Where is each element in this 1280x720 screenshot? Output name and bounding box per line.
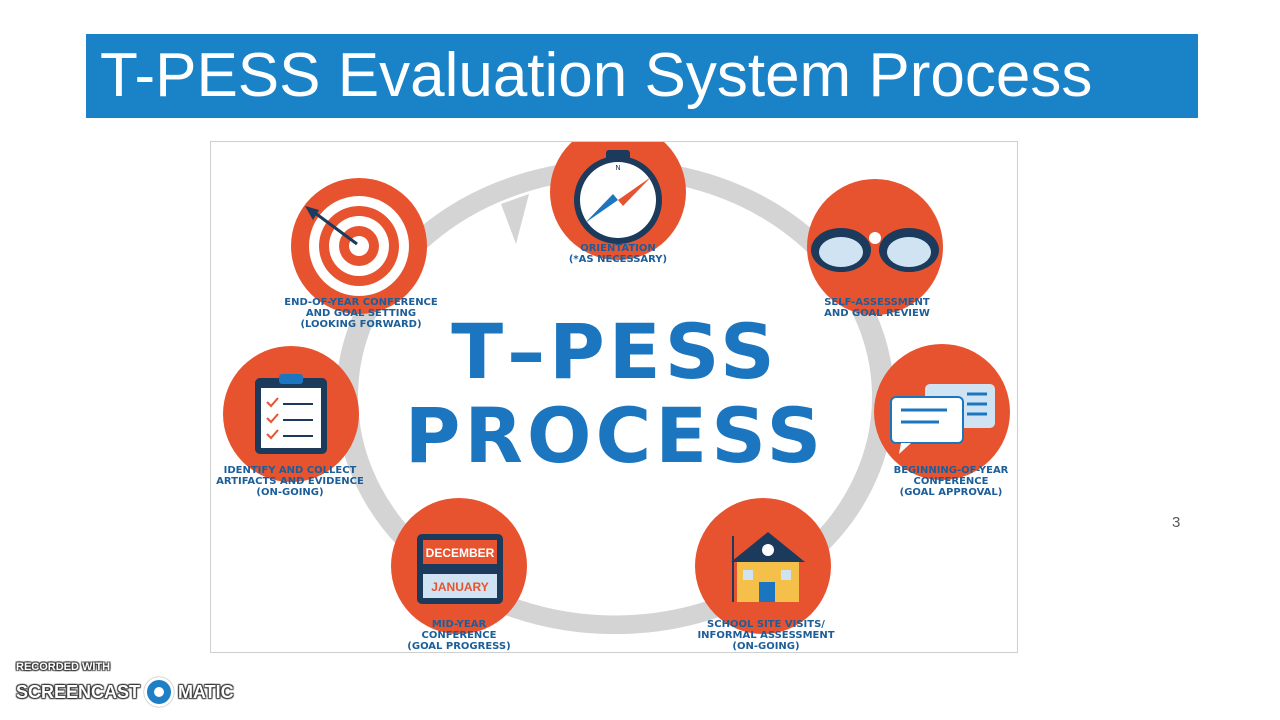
step-line: (ON-GOING) (732, 641, 800, 652)
step-line: (GOAL PROGRESS) (407, 641, 511, 652)
watermark-screencast: SCREENCAST (16, 681, 141, 702)
page-number: 3 (1172, 514, 1181, 531)
step-label-self-assessment: SELF-ASSESSMENT AND GOAL REVIEW (815, 297, 939, 319)
center-title-line-2: PROCESS (404, 391, 826, 480)
step-line: (GOAL APPROVAL) (899, 487, 1003, 498)
step-label-artifacts: IDENTIFY AND COLLECT ARTIFACTS AND EVIDE… (211, 465, 369, 498)
step-line: MID-YEAR (431, 619, 487, 630)
step-line: SCHOOL SITE VISITS/ (707, 619, 825, 630)
watermark-matic: MATIC (178, 681, 234, 702)
diagram-graphics: N (223, 142, 1010, 635)
step-line: BEGINNING-OF-YEAR (893, 465, 1009, 476)
step-label-mid-year: MID-YEAR CONFERENCE (GOAL PROGRESS) (397, 619, 521, 652)
svg-text:N: N (615, 164, 620, 172)
step-line: CONFERENCE (421, 630, 497, 641)
step-line: AND GOAL REVIEW (824, 308, 930, 319)
step-label-site-visits: SCHOOL SITE VISITS/ INFORMAL ASSESSMENT … (691, 619, 841, 652)
center-title-line-1: T–PESS (451, 307, 779, 396)
step-label-orientation: ORIENTATION (*AS NECESSARY) (568, 243, 668, 265)
step-line: ORIENTATION (580, 243, 656, 254)
step-line: CONFERENCE (913, 476, 989, 487)
process-diagram: N (210, 141, 1018, 653)
slide-title: T-PESS Evaluation System Process (86, 34, 1198, 118)
step-line: IDENTIFY AND COLLECT (223, 465, 357, 476)
screencast-logo-icon (144, 677, 175, 707)
step-line: ARTIFACTS AND EVIDENCE (216, 476, 364, 487)
binoculars-icon (807, 179, 943, 315)
cycle-arrow-icon (501, 194, 529, 244)
step-line: (*AS NECESSARY) (568, 254, 668, 265)
calendar-month-top: DECEMBER (426, 546, 495, 560)
screencast-watermark: RECORDED WITH SCREENCAST MATIC (16, 661, 234, 707)
step-line: AND GOAL SETTING (305, 308, 417, 319)
watermark-recorded-with: RECORDED WITH (16, 661, 111, 673)
school-building-icon (695, 498, 831, 634)
step-label-beginning-of-year: BEGINNING-OF-YEAR CONFERENCE (GOAL APPRO… (883, 465, 1019, 498)
compass-icon: N (550, 142, 686, 260)
step-line: SELF-ASSESSMENT (824, 297, 930, 308)
calendar-icon: DECEMBER JANUARY (391, 498, 527, 634)
step-line: END-OF-YEAR CONFERENCE (284, 297, 438, 308)
chat-bubbles-icon (874, 344, 1010, 480)
step-line: (ON-GOING) (256, 487, 324, 498)
step-line: (LOOKING FORWARD) (300, 319, 422, 330)
calendar-month-bottom: JANUARY (431, 580, 489, 594)
step-line: INFORMAL ASSESSMENT (697, 630, 835, 641)
target-icon (291, 178, 427, 314)
clipboard-icon (223, 346, 359, 482)
step-label-end-of-year: END-OF-YEAR CONFERENCE AND GOAL SETTING … (271, 297, 451, 330)
